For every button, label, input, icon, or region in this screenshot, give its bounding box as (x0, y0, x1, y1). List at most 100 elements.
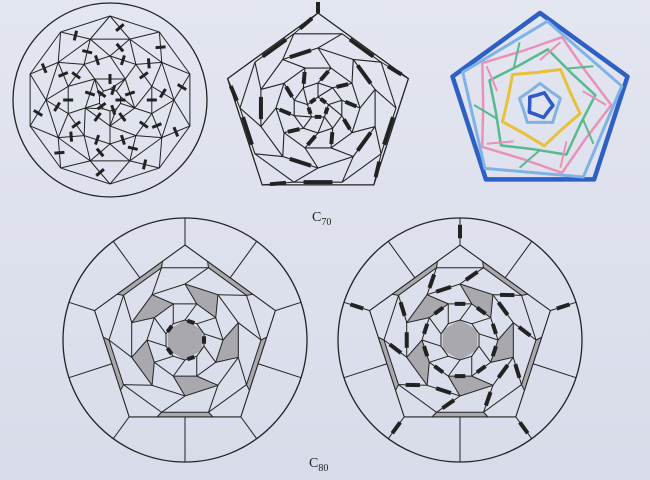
ring-2 (276, 68, 360, 148)
colored-ring-4 (503, 70, 581, 146)
bond-tick (140, 72, 148, 78)
thick-bond (187, 357, 194, 359)
thick-bond (344, 119, 350, 129)
thick-bond (310, 99, 315, 103)
bond-tick (117, 44, 123, 52)
link-a (294, 168, 318, 182)
link-b (283, 133, 284, 157)
bond-tick (74, 31, 76, 41)
link-b (283, 59, 305, 68)
thick-bond (493, 324, 496, 334)
bond-tick (178, 84, 187, 89)
link-d (318, 88, 333, 97)
bond-tick (54, 152, 64, 153)
spoke-e (125, 64, 136, 79)
link-c (429, 318, 441, 334)
shaded-core (168, 320, 203, 360)
spoke-d (136, 136, 162, 138)
link-c (448, 360, 460, 376)
spoke-d (110, 144, 130, 161)
spoke-b (61, 161, 91, 168)
bond-tick (128, 147, 138, 149)
thick-bond (263, 39, 286, 56)
thick-bond (519, 327, 530, 336)
thick-bond (290, 159, 311, 166)
link-a (375, 127, 381, 154)
outer-pentagon (228, 13, 409, 185)
thick-bond (520, 422, 528, 433)
link-d (294, 116, 311, 117)
link-c (173, 360, 185, 376)
thick-bond (231, 86, 237, 101)
thick-bond (486, 392, 491, 405)
thick-bond (325, 108, 327, 114)
link-a (162, 396, 185, 412)
colored-link (566, 66, 593, 68)
link-c (479, 346, 491, 362)
link-c (154, 356, 173, 362)
spoke-b (130, 32, 160, 39)
rim-link (258, 364, 301, 378)
thick-bond (388, 66, 402, 74)
bond-tick (125, 92, 135, 95)
bond-tick (160, 89, 165, 98)
link-c (422, 340, 441, 346)
bond-tick (112, 105, 115, 115)
thick-bond (390, 344, 401, 353)
bond-tick (116, 24, 124, 30)
thick-bond (436, 388, 451, 393)
link-a (218, 295, 247, 296)
thick-bond (499, 365, 508, 378)
bond-tick (95, 113, 101, 121)
bond-tick (85, 92, 95, 95)
link-b (360, 89, 375, 108)
bond-tick (121, 135, 124, 145)
thick-bond (466, 272, 478, 280)
c70-caption-sub: 70 (321, 217, 331, 228)
link-c (197, 318, 216, 324)
c70-diagram-circle (13, 3, 207, 197)
link-a (318, 34, 342, 48)
link-d (318, 117, 324, 133)
thick-bond (350, 304, 363, 308)
link-a (124, 385, 153, 386)
thick-bond (288, 129, 300, 132)
link-b (352, 59, 353, 83)
thick-bond (442, 400, 454, 408)
thick-bond (337, 84, 349, 87)
link-b (261, 108, 276, 127)
c80-caption-base: C (309, 456, 318, 471)
link-a (353, 59, 381, 62)
spoke-d (152, 62, 162, 86)
spoke-b (174, 100, 190, 126)
rim-link (69, 302, 95, 310)
link-d (328, 105, 341, 116)
link-a (238, 323, 261, 340)
thick-bond (376, 162, 380, 178)
link-c (204, 346, 216, 362)
thick-bond (331, 132, 332, 144)
c80-caption: C80 (309, 456, 328, 474)
thick-bond (290, 50, 311, 57)
c80-diagram-left (63, 218, 307, 462)
link-c (185, 304, 197, 320)
rim-link (275, 302, 301, 310)
spoke-e (68, 108, 85, 114)
spoke-d (58, 114, 68, 138)
spoke-d (90, 39, 110, 56)
rim-link (69, 364, 112, 378)
rim-link (113, 241, 140, 278)
link-b (318, 48, 331, 68)
rim-link (113, 417, 129, 439)
link-d (303, 88, 307, 105)
thick-bond (358, 133, 371, 151)
bond-tick (121, 55, 124, 65)
outer-circle (13, 3, 207, 197)
thick-bond (477, 366, 486, 372)
shaded-face (432, 412, 488, 417)
link-d (303, 117, 311, 128)
thick-bond (401, 302, 405, 316)
bond-tick (148, 58, 149, 68)
c70-diagram-pentagon (228, 2, 409, 185)
